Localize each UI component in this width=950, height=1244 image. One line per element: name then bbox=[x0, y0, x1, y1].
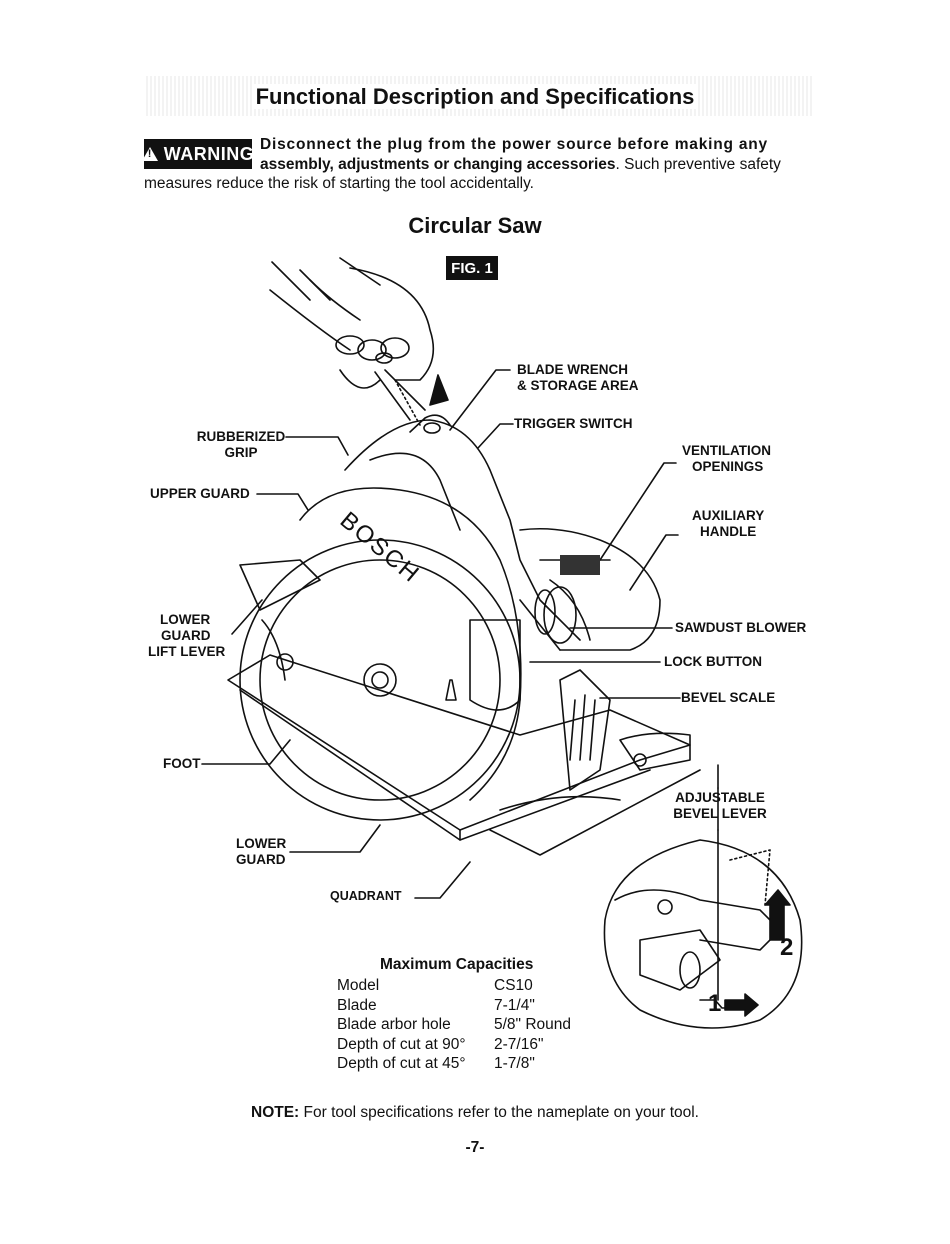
label-foot: FOOT bbox=[163, 756, 201, 771]
section-title: Circular Saw bbox=[408, 213, 542, 238]
label-upper-guard: UPPER GUARD bbox=[150, 486, 250, 501]
page-number: -7- bbox=[465, 1139, 485, 1156]
warning-triangle-icon bbox=[141, 147, 158, 161]
warning-rest-1: . Such preventive safety bbox=[615, 156, 781, 173]
warning-bold-2: assembly, adjustments or changing access… bbox=[260, 156, 616, 173]
warning-bold-1: Disconnect the plug from the power sourc… bbox=[260, 136, 768, 153]
label-lock-button: LOCK BUTTON bbox=[664, 654, 762, 669]
warning-text: Disconnect the plug from the power sourc… bbox=[260, 135, 816, 175]
upper-guard-outline bbox=[299, 487, 522, 801]
foot-outline bbox=[227, 654, 691, 831]
step-2-label: 2 bbox=[780, 934, 794, 961]
note-text: For tool specifications refer to the nam… bbox=[299, 1104, 699, 1121]
page-title: Functional Description and Specification… bbox=[0, 84, 950, 110]
label-trigger-switch: TRIGGER SWITCH bbox=[514, 416, 633, 431]
warning-continuation: measures reduce the risk of starting the… bbox=[144, 175, 534, 192]
inset-detail bbox=[603, 829, 803, 1029]
note: NOTE: For tool specifications refer to t… bbox=[0, 1104, 950, 1122]
note-label: NOTE: bbox=[251, 1104, 300, 1121]
label-blade-wrench: BLADE WRENCH& STORAGE AREA bbox=[517, 362, 639, 393]
capacities-title: Maximum Capacities bbox=[380, 956, 534, 973]
label-quadrant: QUADRANT bbox=[330, 889, 402, 903]
label-sawdust-blower: SAWDUST BLOWER bbox=[675, 620, 807, 635]
step-1-label: 1 bbox=[708, 990, 722, 1017]
figure-badge: FIG. 1 bbox=[446, 256, 498, 280]
label-bevel-scale: BEVEL SCALE bbox=[681, 690, 776, 705]
warning-badge-label: WARNING bbox=[163, 143, 255, 164]
blade-arbor bbox=[363, 663, 397, 697]
capacity-row: Depth of cut at 90°2-7/16" bbox=[337, 1035, 544, 1053]
capacity-row: Depth of cut at 45°1-7/8" bbox=[337, 1055, 535, 1072]
warning-badge: WARNING bbox=[141, 139, 255, 169]
hand-drawing bbox=[269, 257, 435, 426]
saw-handle-outline bbox=[344, 419, 581, 641]
